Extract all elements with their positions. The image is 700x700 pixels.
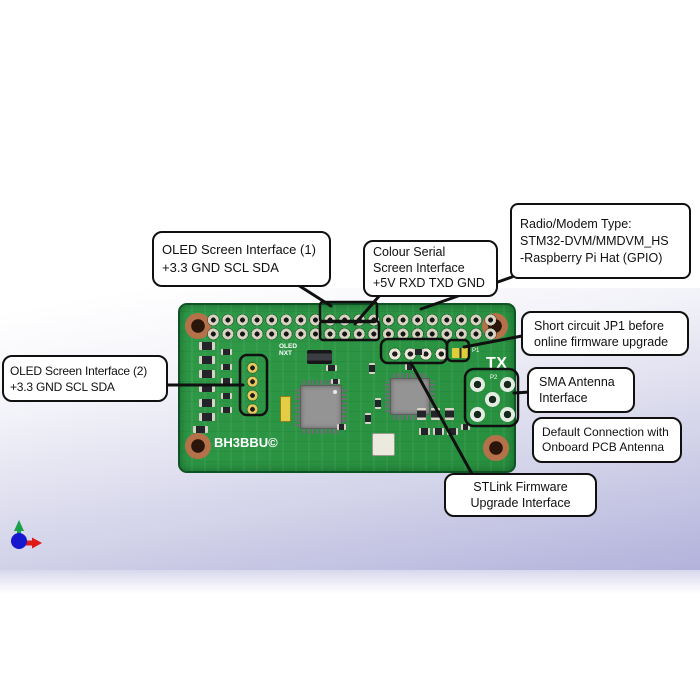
viewport-band-fade xyxy=(0,570,700,598)
callout-text: +3.3 GND SCL SDA xyxy=(162,260,279,275)
callout-text: SMA Antenna xyxy=(539,375,615,389)
callout-jp1: Short circuit JP1 before online firmware… xyxy=(521,311,689,356)
smd-component xyxy=(221,349,232,355)
mounting-hole xyxy=(483,435,509,461)
mmdvm-pcb-board: TX BH3BBU© OLED NXT P1 P2 xyxy=(178,303,516,473)
callout-text: Short circuit JP1 before xyxy=(534,318,664,333)
smd-component xyxy=(221,407,232,413)
axis-z-origin-sphere xyxy=(11,533,27,549)
gpio-header-row-2 xyxy=(206,327,499,341)
oled2-header-pins xyxy=(246,361,259,416)
callout-colour-serial: Colour Serial Screen Interface +5V RXD T… xyxy=(363,240,498,297)
sma-pad-hole xyxy=(470,407,485,422)
smd-component xyxy=(405,364,414,370)
smd-component xyxy=(199,370,215,378)
axis-x-arrowhead xyxy=(32,537,42,549)
smd-component xyxy=(369,363,375,374)
callout-oled1: OLED Screen Interface (1) +3.3 GND SCL S… xyxy=(152,231,331,287)
smd-component xyxy=(199,356,215,364)
axis-y-arrowhead xyxy=(14,520,24,531)
sma-center-hole xyxy=(485,392,500,407)
smd-component xyxy=(221,393,232,399)
callout-stlink: STLink Firmware Upgrade Interface xyxy=(444,473,597,517)
sma-pad-hole xyxy=(500,407,515,422)
callout-oled2: OLED Screen Interface (2) +3.3 GND SCL S… xyxy=(2,355,168,402)
callout-text: STM32-DVM/MMDVM_HS xyxy=(520,233,669,248)
smd-component xyxy=(417,408,426,420)
smd-component xyxy=(375,398,381,409)
p2-silkscreen: P2 xyxy=(490,375,498,381)
smd-component xyxy=(199,384,215,392)
callout-text: Onboard PCB Antenna xyxy=(542,440,665,454)
callout-text: OLED Screen Interface (2) xyxy=(10,363,148,378)
smd-component xyxy=(193,426,208,433)
gpio-header-row-1 xyxy=(206,313,499,327)
callout-text: Upgrade Interface xyxy=(470,496,571,510)
led-component xyxy=(280,396,291,422)
smd-component xyxy=(221,378,232,384)
sma-pad-hole xyxy=(470,377,485,392)
smd-component xyxy=(419,428,430,435)
smd-component xyxy=(447,428,458,435)
crystal-component xyxy=(372,433,395,456)
callout-text: Interface xyxy=(539,391,588,405)
smd-component xyxy=(199,342,215,350)
callout-text: +3.3 GND SCL SDA xyxy=(10,379,115,394)
callout-text: Radio/Modem Type: xyxy=(520,216,632,231)
p1-silkscreen: P1 xyxy=(472,348,480,354)
mounting-hole xyxy=(185,433,211,459)
smd-component xyxy=(326,365,337,371)
oled-nxt-silkscreen: OLED NXT xyxy=(279,343,298,357)
smd-component xyxy=(461,424,470,430)
tx-silkscreen-label: TX xyxy=(486,355,508,372)
callout-radio-modem: Radio/Modem Type: STM32-DVM/MMDVM_HS -Ra… xyxy=(510,203,691,279)
callout-default-antenna: Default Connection with Onboard PCB Ante… xyxy=(532,417,682,463)
jp1-jumper xyxy=(452,348,469,358)
smd-component xyxy=(331,379,340,384)
callout-text: online firmware upgrade xyxy=(534,334,669,349)
callout-text: +5V RXD TXD GND xyxy=(373,276,485,291)
smd-component xyxy=(199,399,215,407)
smd-component xyxy=(221,364,232,370)
callout-text: STLink Firmware xyxy=(473,480,568,494)
smd-component xyxy=(413,349,424,355)
smd-component xyxy=(445,408,454,420)
sma-pad-hole xyxy=(500,377,515,392)
smd-component xyxy=(337,424,346,430)
callout-text: Default Connection with xyxy=(542,424,669,439)
inductor-component xyxy=(307,350,332,364)
callout-text: Screen Interface xyxy=(373,260,465,275)
callout-sma: SMA Antenna Interface xyxy=(527,367,635,413)
callout-text: OLED Screen Interface (1) xyxy=(162,242,316,257)
smd-component xyxy=(199,413,215,421)
axis-gizmo xyxy=(11,520,42,549)
smd-component xyxy=(433,428,444,435)
smd-component xyxy=(365,413,371,424)
stm32-mcu-chip xyxy=(295,380,347,434)
smd-component xyxy=(431,408,440,420)
callout-text: -Raspberry Pi Hat (GPIO) xyxy=(520,250,663,265)
board-id-silkscreen: BH3BBU© xyxy=(214,435,278,450)
callout-text: Colour Serial xyxy=(373,245,446,260)
